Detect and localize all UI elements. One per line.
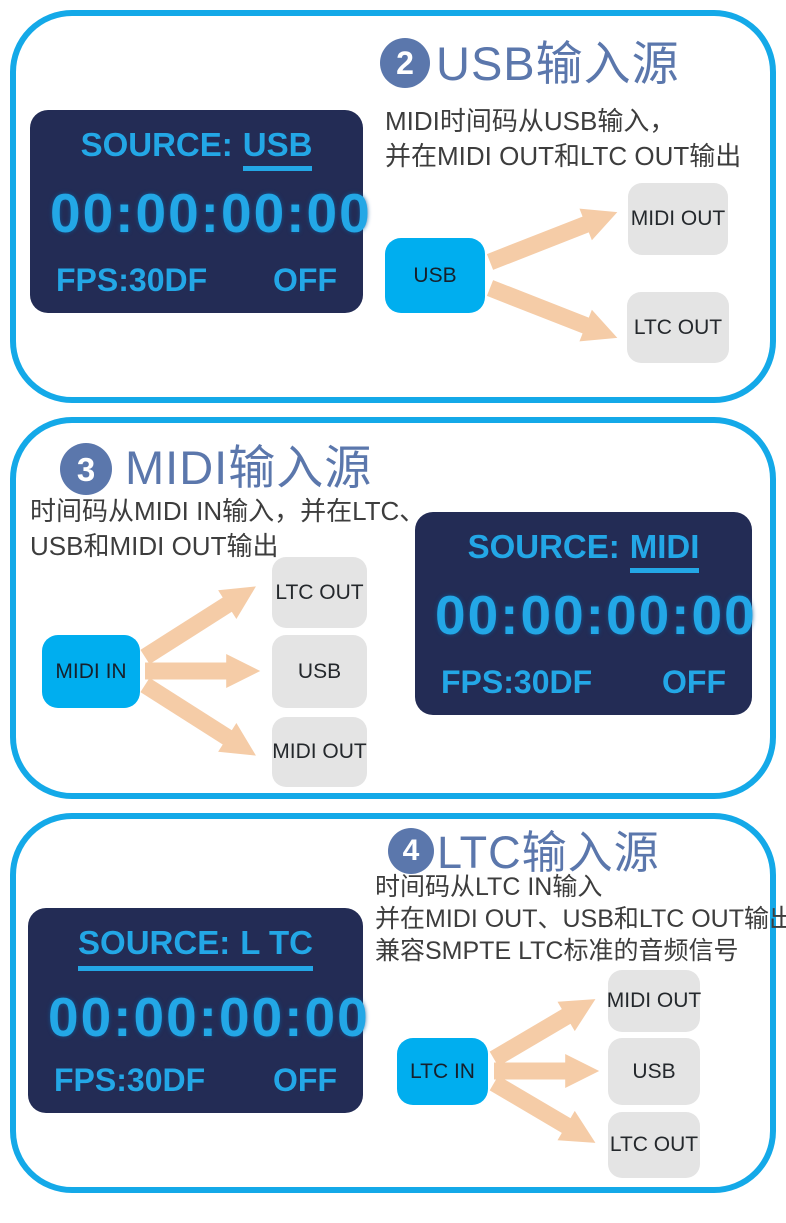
output-box-usb: USB — [608, 1038, 700, 1105]
arrow-icon — [140, 586, 256, 665]
description-line: 兼容SMPTE LTC标准的音频信号 — [375, 937, 739, 965]
input-box-midi-in: MIDI IN — [42, 635, 140, 708]
lcd-timecode: 00:00:00:00 — [435, 584, 757, 646]
section-description: MIDI时间码从USB输入， 并在MIDI OUT和LTC OUT输出 — [385, 104, 741, 174]
section-title: LTC输入源 — [437, 827, 660, 878]
lcd-status-row: FPS:30DF OFF — [50, 262, 343, 299]
lcd-source-label: SOURCE: — [78, 924, 231, 961]
panel-midi-source: 3 MIDI输入源 时间码从MIDI IN输入，并在LTC、 USB和MIDI … — [10, 417, 776, 799]
lcd-display: SOURCE:L TC 00:00:00:00 FPS:30DF OFF — [28, 908, 370, 1113]
lcd-source-label: SOURCE: — [467, 528, 620, 565]
arrow-icon — [486, 280, 618, 342]
description-line: 并在MIDI OUT、USB和LTC OUT输出 — [375, 905, 786, 933]
lcd-fps: FPS:30DF — [441, 664, 593, 700]
lcd-lock-status: OFF — [662, 664, 726, 700]
arrow-icon — [489, 999, 596, 1067]
output-box-midi-out: MIDI OUT — [607, 970, 701, 1032]
lcd-timecode: 00:00:00:00 — [48, 985, 370, 1048]
section-title: USB输入源 — [436, 37, 680, 90]
output-box-midi-out: MIDI OUT — [272, 717, 367, 787]
description-line: 时间码从LTC IN输入 — [375, 873, 603, 901]
lcd-source-row: SOURCE:MIDI — [435, 528, 732, 573]
lcd-timecode: 00:00:00:00 — [50, 182, 372, 244]
output-box-ltc-out: LTC OUT — [272, 557, 367, 628]
step-number-badge: 3 — [60, 443, 112, 495]
lcd-lock-status: OFF — [273, 1062, 337, 1098]
section-title: MIDI输入源 — [125, 441, 373, 494]
lcd-display: SOURCE:USB 00:00:00:00 FPS:30DF OFF — [30, 110, 372, 313]
output-box-midi-out: MIDI OUT — [628, 183, 728, 255]
arrow-icon — [140, 677, 256, 756]
lcd-source-value: MIDI — [629, 528, 700, 573]
lcd-status-row: FPS:30DF OFF — [435, 664, 732, 701]
lcd-source-value: L TC — [240, 924, 313, 961]
input-box-usb: USB — [385, 238, 485, 313]
panel-ltc-source: 4 LTC输入源 时间码从LTC IN输入 并在MIDI OUT、USB和LTC… — [10, 813, 786, 1193]
section-description: 时间码从MIDI IN输入，并在LTC、 USB和MIDI OUT输出 — [30, 494, 425, 564]
panel-usb-source: 2 USB输入源 MIDI时间码从USB输入， 并在MIDI OUT和LTC O… — [10, 10, 776, 403]
lcd-lock-status: OFF — [273, 262, 337, 298]
step-number-badge: 2 — [380, 38, 430, 88]
lcd-source-value: USB — [242, 126, 313, 171]
arrow-icon — [489, 1075, 596, 1143]
lcd-display: SOURCE:MIDI 00:00:00:00 FPS:30DF OFF — [415, 512, 757, 715]
lcd-source-row: SOURCE:USB — [50, 126, 343, 171]
description-line: USB和MIDI OUT输出 — [30, 531, 279, 561]
section-description: 时间码从LTC IN输入 并在MIDI OUT、USB和LTC OUT输出 兼容… — [375, 871, 786, 967]
input-box-ltc-in: LTC IN — [397, 1038, 488, 1105]
output-box-ltc-out: LTC OUT — [627, 292, 729, 363]
description-line: 时间码从MIDI IN输入，并在LTC、 — [30, 496, 426, 526]
description-line: 并在MIDI OUT和LTC OUT输出 — [385, 141, 742, 171]
lcd-source-row: SOURCE:L TC — [48, 924, 343, 971]
output-box-ltc-out: LTC OUT — [608, 1112, 700, 1178]
step-number-badge: 4 — [388, 828, 434, 874]
lcd-source-label: SOURCE: — [80, 126, 233, 163]
output-box-usb: USB — [272, 635, 367, 708]
lcd-fps: FPS:30DF — [54, 1062, 206, 1098]
description-line: MIDI时间码从USB输入， — [385, 106, 676, 136]
lcd-fps: FPS:30DF — [56, 262, 208, 298]
lcd-status-row: FPS:30DF OFF — [48, 1062, 343, 1099]
arrow-icon — [486, 208, 618, 270]
